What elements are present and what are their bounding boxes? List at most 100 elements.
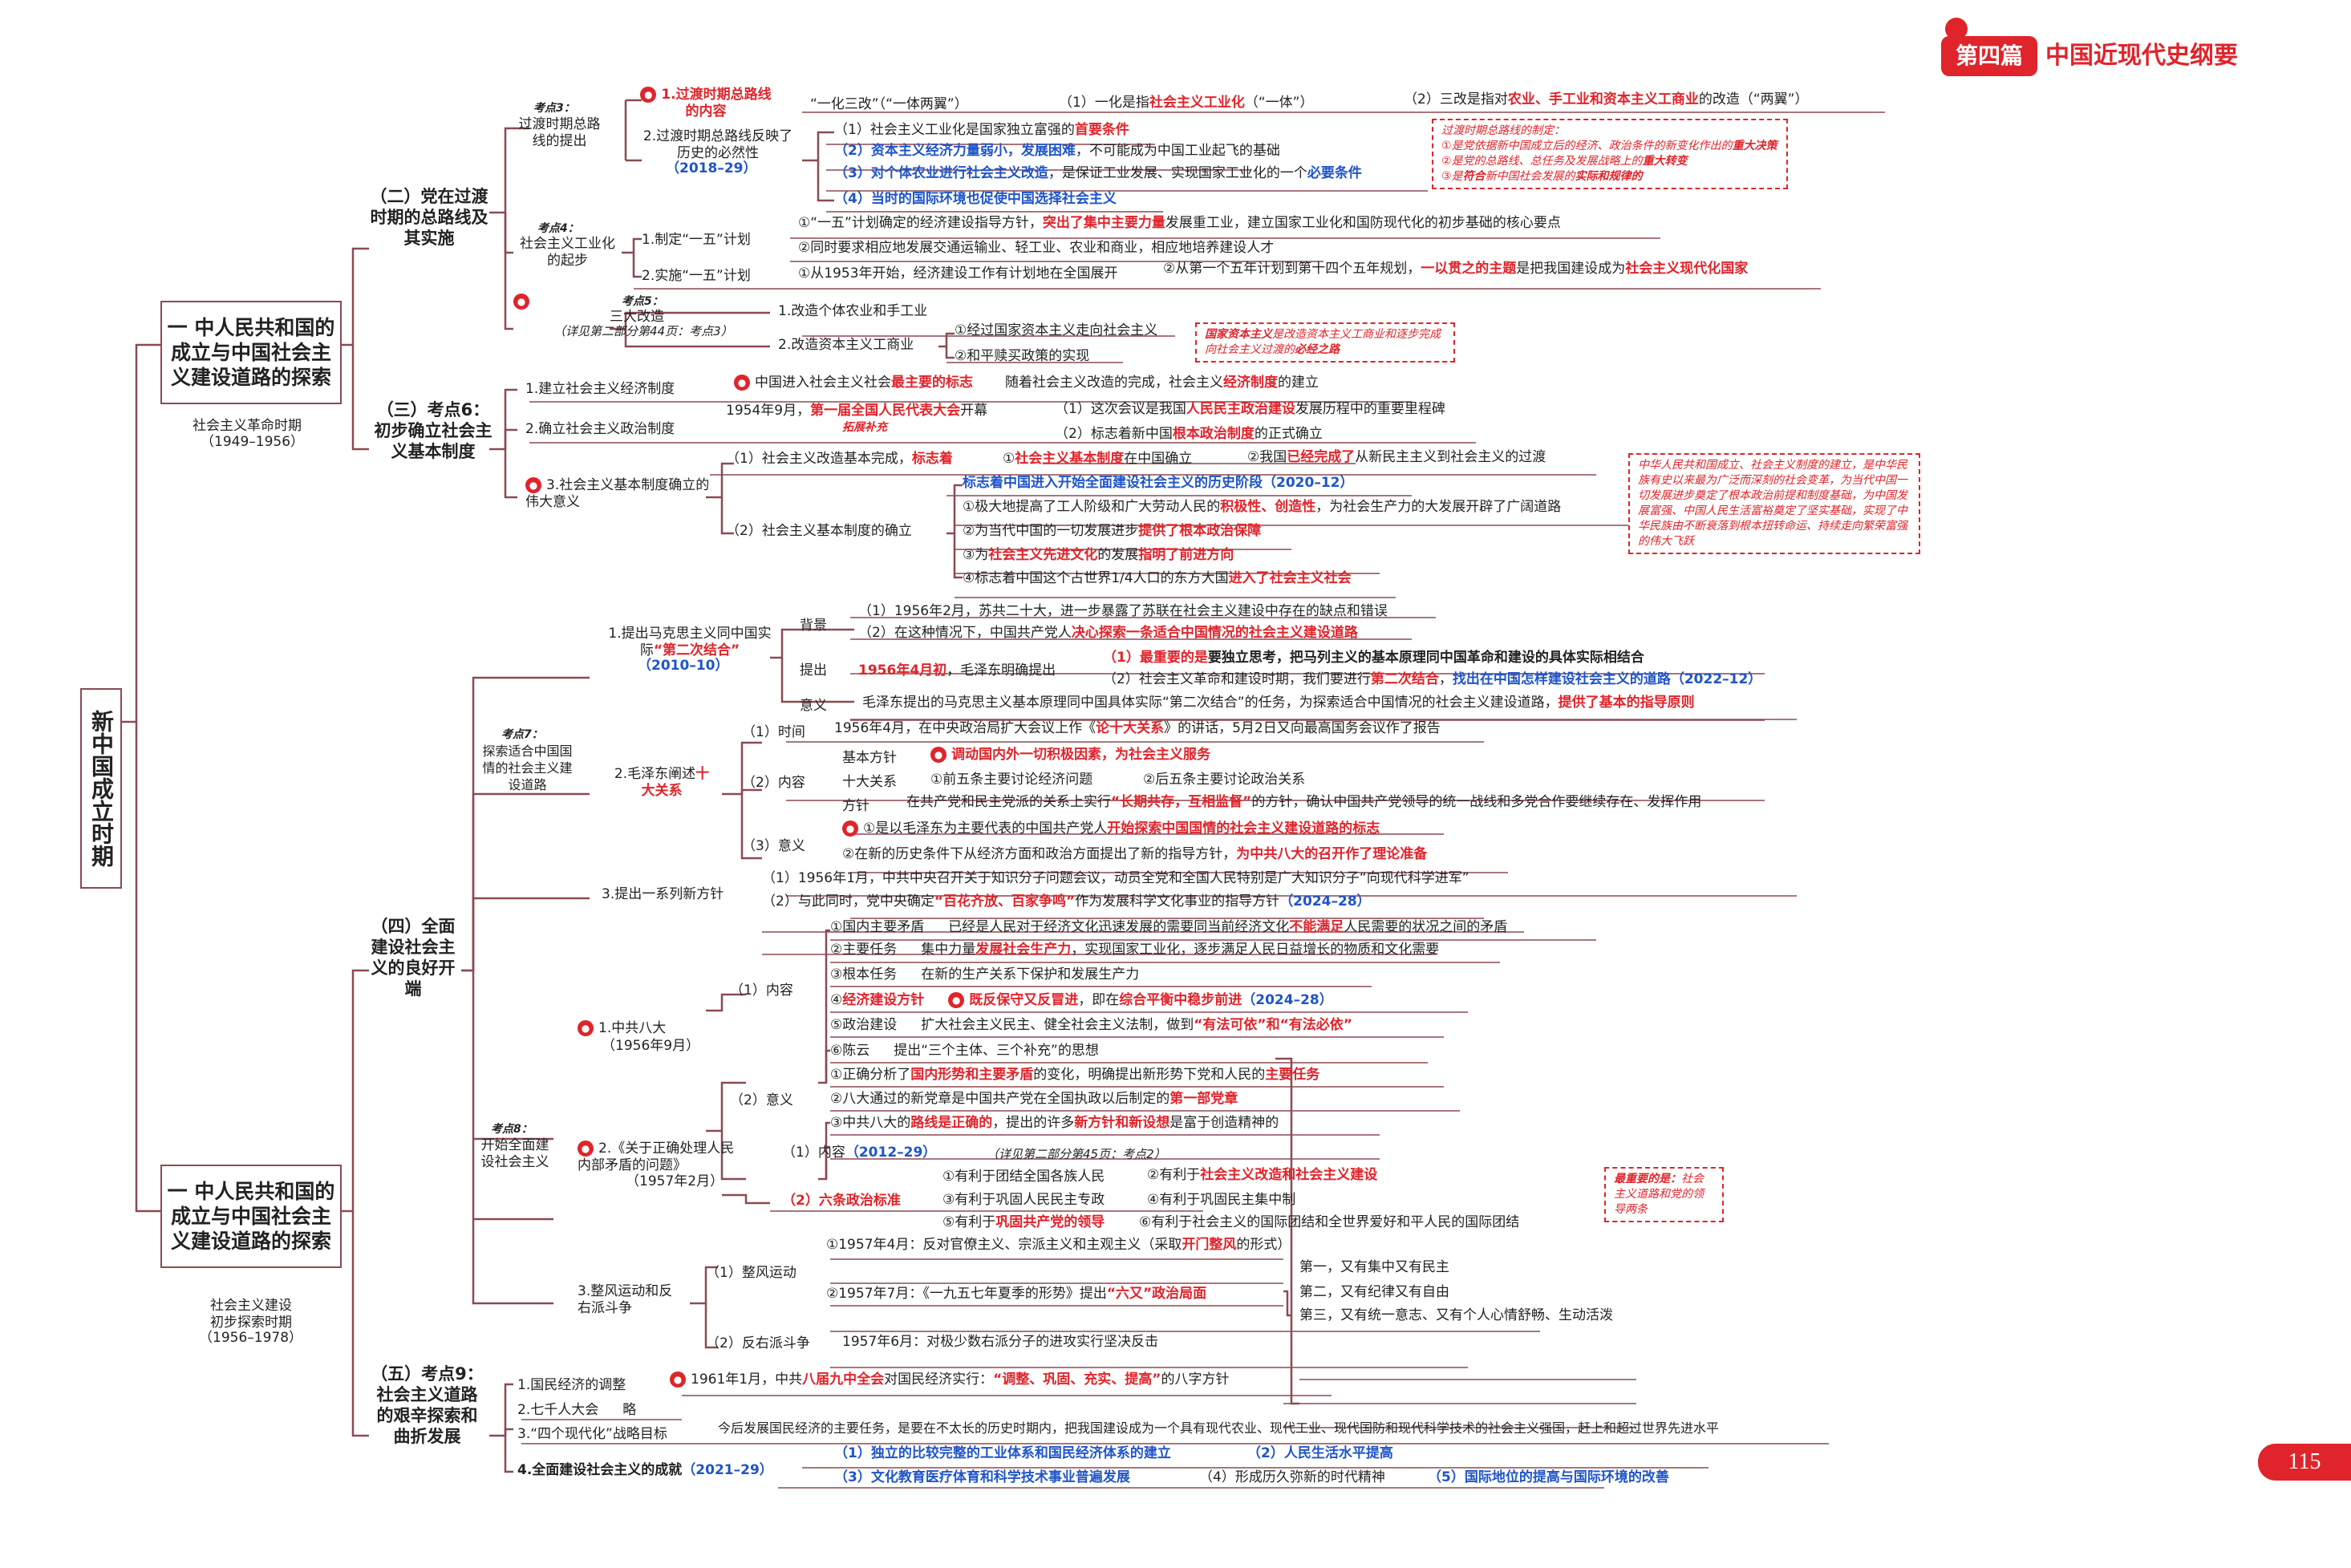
b5-n1-text: ●1961年1月，中共八届九中全会对国民经济实行：“调整、巩固、充实、提高”的八… (670, 1371, 1229, 1388)
kd5-title: 三大改造 (610, 309, 664, 325)
b2-n4-1: ①从1953年开始，经济建设工作有计划地在全国展开 (798, 265, 1118, 282)
b4-n2-t: 1956年4月，在中央政治局扩大会议上作《论十大关系》的讲话，5月2日又向最高国… (834, 720, 1441, 736)
b2-n5-1: 1.改造个体农业和手工业 (778, 303, 928, 319)
b3-n3-2b: ②为当代中国的一切发展进步提供了根本政治保障 (963, 523, 1262, 539)
b4-yy-text: 毛泽东提出的马克思主义基本原理同中国具体实际“第二次结合”的任务，为探索适合中国… (862, 695, 1695, 711)
b2-n1-a: （1）一化是指社会主义工业化（“一体”） (1059, 95, 1314, 111)
b2-n1-main: “一化三改”（“一体两翼”） (810, 96, 968, 112)
b3-n2-b1: （1）这次会议是我国人民民主政治建设发展历程中的重要里程碑 (1055, 401, 1445, 417)
b4-m1-y2: ②八大通过的新党章是中国共产党在全国执政以后制定的第一部党章 (830, 1091, 1238, 1107)
section1-period: 社会主义革命时期 (193, 418, 302, 434)
b2-title: （二）党在过渡时期的总路线及其实施 (370, 187, 488, 248)
b3-n3-2: （2）社会主义基本制度的确立 (726, 523, 912, 539)
apple-badge-icon (1945, 18, 1968, 40)
b2-n4: 2.实施“一五”计划 (642, 268, 751, 284)
b3-n2: 2.确立社会主义政治制度 (525, 421, 675, 437)
kd7-title: 探索适合中国国情的社会主义建设道路 (482, 743, 573, 792)
b4-m1: ●1.中共八大 (578, 1020, 666, 1037)
b4-m3: 3.整风运动和反右派斗争 (578, 1283, 673, 1316)
b4-m2-s4: ④有利于巩固民主集中制 (1147, 1192, 1296, 1208)
b2-n5-2: 2.改造资本主义工商业 (778, 337, 914, 353)
b3-n3: ●3.社会主义基本制度确立的伟大意义 (525, 477, 710, 510)
b5-n4-1: （1）独立的比较完整的工业体系和国民经济体系的建立 (834, 1445, 1171, 1461)
b4-title: （四）全面建设社会主义的良好开端 (371, 917, 456, 999)
b4-tc1: （1）最重要的是要独立思考，把马列主义的基本原理同中国革命和建设的具体实际相结合 (1103, 650, 1644, 666)
b4-m1-y3: ③中共八大的路线是正确的，提出的许多新方针和新设想是富于创造精神的 (830, 1115, 1279, 1131)
b4-tc-date: 1956年4月初，毛泽东明确提出 (858, 662, 1056, 679)
b4-m3-1: （1）整风运动 (706, 1265, 797, 1281)
b4-m1-date: （1956年9月） (602, 1038, 700, 1054)
b4-n2-c: （2）内容 (742, 775, 805, 791)
b4-tc: 提出 (800, 662, 827, 679)
b2-kd5: ● (513, 294, 534, 310)
b4-bg1: （1）1956年2月，苏共二十大，进一步暴露了苏联在社会主义建设中存在的缺点和错… (858, 603, 1388, 619)
red-circle-marker-icon: ● (930, 747, 946, 763)
section2-box: 一 中人民共和国的成立与中国社会主义建设道路的探索 (160, 1165, 342, 1268)
b5-title: （五）考点9：社会主义道路的艰辛探索和曲折发展 (371, 1364, 484, 1446)
b2-n3-2: ②同时要求相应地发展交通运输业、轻工业、农业和商业，相应地培养建设人才 (798, 240, 1275, 256)
b4-m1-c2: ②主要任务集中力量发展社会生产力，实现国家工业化，逐步满足人民日益增长的物质和文… (830, 942, 1440, 958)
b4-m3-1b-2: 第二，又有纪律又有自由 (1299, 1284, 1449, 1300)
b4-m1-c3: ③根本任务在新的生产关系下保护和发展生产力 (830, 966, 1140, 983)
b4-m2-c-note: （详见第二部分第45页：考点2） (987, 1147, 1166, 1161)
b4-m3-1b-3: 第三，又有统一意志、又有个人心情舒畅、生动活泼 (1299, 1307, 1613, 1323)
section1-box: 一 中人民共和国的成立与中国社会主义建设道路的探索 (160, 301, 342, 404)
red-circle-marker-icon: ● (948, 992, 965, 1008)
b3-n2-a: 1954年9月，第一届全国人民代表大会开幕 (726, 403, 988, 419)
red-circle-marker-icon: ● (734, 375, 750, 391)
kd5-note: （详见第二部分第44页：考点3） (553, 324, 733, 338)
b5-n4-2: （2）人民生活水平提高 (1247, 1445, 1393, 1461)
b2-n3-1: ①“一五”计划确定的经济建设指导方针，突出了集中主要力量发展重工业，建立国家工业… (798, 215, 1561, 231)
b4-m2-s2: ②有利于社会主义改造和社会主义建设 (1147, 1167, 1378, 1183)
b3-n3-2a: ①极大地提高了工人阶级和广大劳动人民的积极性、创造性，为社会生产力的大发展开辟了… (963, 499, 1562, 515)
b4-bg2: （2）在这种情况下，中国共产党人决心探索一条适合中国情况的社会主义建设道路 (858, 625, 1358, 641)
b4-m2-s: （2）六条政治标准 (782, 1193, 901, 1209)
b4-n2-c2a: ①前五条主要讨论经济问题 (930, 772, 1093, 788)
b4-n2-c3-label: 方针 (842, 798, 869, 814)
b4-m3-2: （2）反右派斗争 (706, 1335, 810, 1351)
b5-n2: 2.七千人大会略 (517, 1402, 637, 1418)
b4-m3-1b: ②1957年7月：《一九五七年夏季的形势》提出“六又”政治局面 (826, 1286, 1207, 1302)
b4-m3-1a: ①1957年4月：反对官僚主义、宗派主义和主观主义（采取开门整风的形式） (826, 1237, 1291, 1253)
page-number: 115 (2258, 1444, 2351, 1481)
b2-n2-year: （2018–29） (666, 160, 757, 176)
b2-n2-3: （3）对个体农业进行社会主义改造，是保证工业发展、实现国家工业化的一个必要条件 (834, 165, 1362, 181)
b4-n2-c1-label: 基本方针 (842, 750, 897, 766)
note-3: 中华人民共和国成立、社会主义制度的建立，是中华民族有史以来最为广泛而深刻的社会变… (1628, 453, 1920, 554)
section2-years: （1956–1978） (199, 1330, 303, 1346)
b3-n2-b2: （2）标志着新中国根本政治制度的正式确立 (1055, 426, 1323, 442)
b3-n1-a: ●中国进入社会主义社会最主要的标志随着社会主义改造的完成，社会主义经济制度的建立 (734, 375, 1319, 391)
red-circle-marker-icon: ● (513, 294, 529, 310)
red-circle-marker-icon: ● (670, 1371, 686, 1388)
section2-period: 社会主义建设初步探索时期 (210, 1298, 292, 1331)
b4-m2-s6: ⑥有利于社会主义的国际团结和全世界爱好和平人民的国际团结 (1139, 1214, 1520, 1230)
note-4: 最重要的是：社会主义道路和党的领导两条 (1604, 1167, 1724, 1222)
red-circle-marker-icon: ● (525, 477, 541, 493)
b4-m2-c: （1）内容（2012–29） (782, 1145, 937, 1161)
header-badge: 第四篇 (1941, 36, 2037, 76)
red-circle-marker-icon: ● (578, 1020, 594, 1036)
b2-n5-2a: ①经过国家资本主义走向社会主义 (955, 322, 1158, 338)
b4-m2: ●2.《关于正确处理人民内部矛盾的问题》 (578, 1141, 735, 1173)
kd8-label: 考点8： (491, 1123, 533, 1136)
kd4-label: 考点4： (537, 222, 579, 235)
red-circle-marker-icon: ● (842, 820, 858, 837)
red-circle-marker-icon: ● (578, 1141, 594, 1157)
b4-n2-c1: ●调动国内外一切积极因素，为社会主义服务 (930, 747, 1210, 764)
b2-n2: 2.过渡时期总路线反映了历史的必然性 (642, 128, 793, 161)
b4-m2-s5: ⑤有利于巩固共产党的领导 (942, 1214, 1105, 1230)
b2-n2-1: （1）社会主义工业化是国家独立富强的首要条件 (834, 122, 1129, 138)
b4-m3-1b-1: 第一，又有集中又有民主 (1299, 1259, 1449, 1275)
b4-n2-c2-label: 十大关系 (842, 774, 897, 790)
root-node: 新中国成立时期 (80, 688, 122, 889)
b3-n3-2d: ④标志着中国这个占世界1/4人口的东方大国进入了社会主义社会 (963, 570, 1352, 586)
b4-m1-c: （1）内容 (730, 983, 793, 999)
kd4-title: 社会主义工业化的起步 (520, 236, 615, 269)
b4-m2-date: （1957年2月） (626, 1173, 724, 1189)
b4-n3-2: （2）与此同时，党中央确定“百花齐放、百家争鸣”作为发展科学文化事业的指导方针（… (762, 893, 1371, 910)
b2-n5-2b: ②和平赎买政策的实现 (955, 348, 1090, 364)
b2-n3: 1.制定“一五”计划 (642, 232, 751, 248)
header-title: 中国近现代史纲要 (2045, 42, 2238, 70)
note-2: 国家资本主义是改造资本主义工商业和逐步完成向社会主义过渡的必经之路 (1195, 322, 1455, 363)
